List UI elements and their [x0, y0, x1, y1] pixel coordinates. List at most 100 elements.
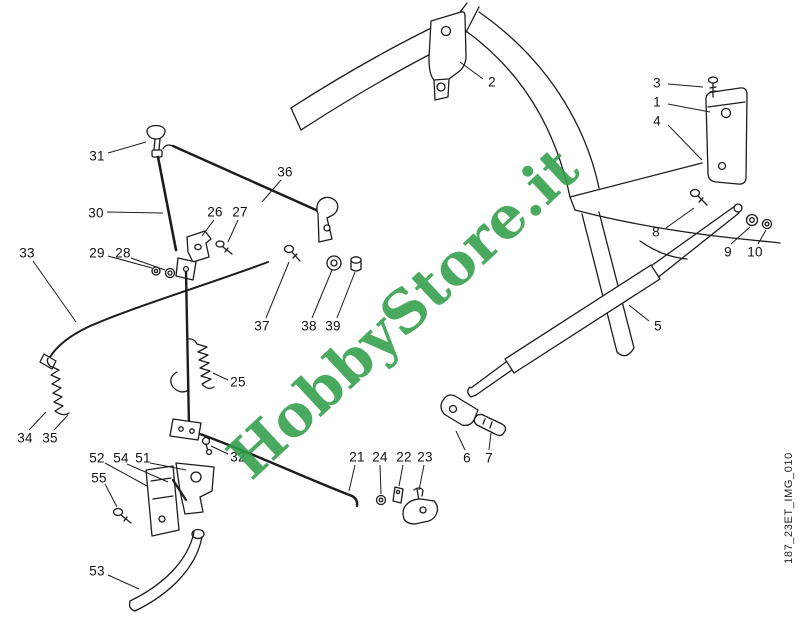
grommet-38 [326, 255, 342, 271]
part-label-6: 6 [463, 450, 471, 466]
cable-33 [49, 261, 269, 358]
leader-line-10 [757, 229, 767, 245]
leader-line-55 [104, 483, 118, 508]
leader-line-9 [730, 226, 751, 245]
clevis-6 [440, 394, 479, 427]
part-label-26: 26 [207, 204, 223, 220]
image-reference-code: 187_23ET_IMG_010 [783, 452, 795, 564]
part-label-55: 55 [91, 470, 107, 486]
washer-9 [745, 213, 759, 227]
part-label-38: 38 [301, 318, 317, 334]
part-label-31: 31 [89, 148, 105, 164]
latch-assembly [145, 462, 215, 537]
part-label-10: 10 [747, 244, 763, 260]
part-label-7: 7 [485, 450, 493, 466]
nut-28 [164, 267, 176, 279]
leader-line-25 [212, 372, 229, 381]
leader-line-6 [455, 430, 466, 451]
part-label-3: 3 [653, 75, 661, 91]
leader-line-1 [667, 103, 711, 113]
leader-line-5 [628, 304, 650, 322]
leader-line-22 [398, 464, 404, 487]
spring-25 [187, 338, 215, 390]
leader-line-23 [418, 464, 425, 491]
washer-24 [375, 494, 387, 506]
strap-53 [128, 528, 205, 612]
leader-line-33 [32, 260, 77, 323]
part-label-22: 22 [396, 449, 412, 465]
leader-line-52 [104, 462, 148, 487]
leader-line-27 [227, 219, 239, 243]
part-label-24: 24 [372, 449, 388, 465]
part-label-1: 1 [653, 94, 661, 110]
part-label-39: 39 [325, 318, 341, 334]
part-label-25: 25 [230, 374, 246, 390]
leader-line-38 [311, 269, 333, 319]
part-label-27: 27 [232, 204, 248, 220]
leader-line-7 [488, 432, 492, 451]
leader-line-3 [667, 83, 704, 88]
pin-7 [473, 413, 507, 437]
leader-line-37 [265, 261, 290, 319]
part-label-36: 36 [277, 164, 293, 180]
leader-line-2 [459, 61, 484, 80]
screw-55-icon [112, 507, 132, 524]
bushing-39 [350, 256, 362, 272]
washer-10 [761, 218, 773, 230]
rod-30 [156, 155, 178, 252]
part-label-52: 52 [89, 450, 105, 466]
leader-line-21 [348, 464, 356, 492]
lower-bracket [169, 418, 202, 441]
leader-line-32 [210, 445, 229, 455]
rod-21 [198, 432, 359, 508]
screw-3-icon [707, 76, 719, 98]
part-label-51: 51 [135, 450, 151, 466]
leader-line-26 [201, 219, 215, 237]
leader-line-29 [107, 255, 153, 269]
part-label-34: 34 [17, 430, 33, 446]
leader-line-36 [261, 179, 282, 203]
part-label-35: 35 [42, 430, 58, 446]
part-label-2: 2 [488, 74, 496, 90]
part-label-53: 53 [89, 563, 105, 579]
part-label-37: 37 [254, 318, 270, 334]
leader-line-39 [336, 271, 356, 319]
part-label-9: 9 [724, 244, 732, 260]
leader-line-8 [665, 207, 695, 229]
leader-line-34 [28, 411, 47, 431]
leader-line-24 [379, 464, 382, 495]
rod-guide-26 [186, 230, 212, 263]
bolt-32-icon [201, 436, 213, 456]
leader-line-53 [107, 574, 140, 590]
leader-line-30 [106, 211, 164, 214]
part-label-28: 28 [115, 245, 131, 261]
hinge-bracket-1 [705, 87, 748, 185]
vertical-rod [184, 270, 191, 428]
clip-22 [392, 486, 404, 504]
spring-35 [46, 357, 70, 416]
bracket-2 [428, 11, 467, 101]
leader-line-4 [667, 124, 703, 161]
leader-line-54 [126, 463, 169, 483]
part-label-32: 32 [230, 449, 246, 465]
part-label-4: 4 [653, 113, 661, 129]
leader-line-51 [149, 462, 187, 471]
part-label-30: 30 [88, 205, 104, 221]
dash-panel [569, 162, 781, 357]
knob-31 [146, 124, 166, 158]
part-label-21: 21 [349, 449, 365, 465]
leader-line-35 [53, 414, 69, 431]
part-label-54: 54 [113, 450, 129, 466]
leader-line-31 [107, 141, 147, 154]
hook-bracket [402, 498, 439, 525]
part-label-8: 8 [652, 224, 660, 240]
screw-37-icon [283, 244, 301, 262]
latch-hook-36 [316, 196, 339, 243]
part-label-5: 5 [654, 318, 662, 334]
part-label-33: 33 [19, 245, 35, 261]
part-label-29: 29 [89, 245, 105, 261]
